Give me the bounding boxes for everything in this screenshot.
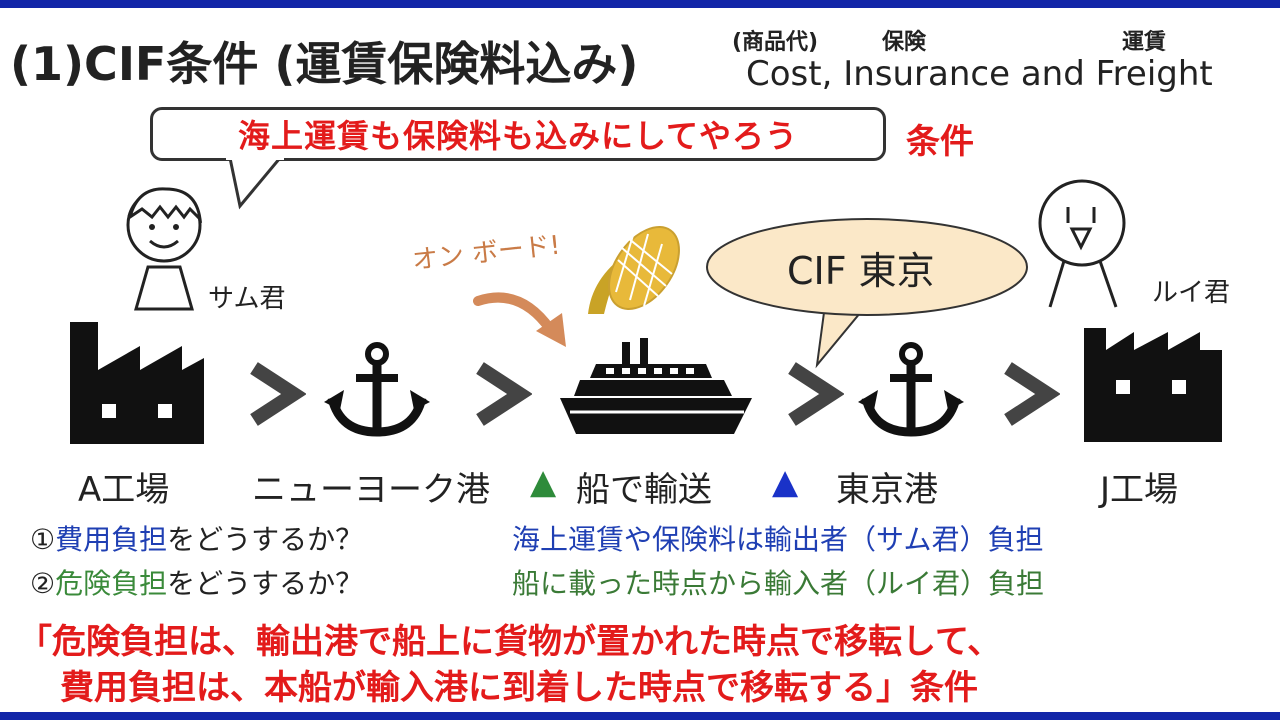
top-accent-bar	[0, 0, 1280, 8]
chevron-right-icon	[788, 362, 844, 426]
factory-icon	[1084, 328, 1222, 442]
speech-suffix: 条件	[906, 122, 974, 162]
question-rest: をどうするか？	[167, 523, 364, 556]
conclusion-line-2: 費用負担は、本船が輸入港に到着した時点で移転する」条件	[60, 668, 978, 708]
answer-risk: 船に載った時点から輸入者（ルイ君）負担	[512, 567, 1045, 600]
origin-factory-label: A工場	[78, 470, 170, 510]
cost-transfer-marker: ▲	[772, 462, 799, 502]
term-goods: (商品代)	[732, 30, 819, 55]
question-key: 費用負担	[55, 523, 168, 556]
page-title: (1)CIF条件 (運賃保険料込み)	[10, 37, 639, 91]
question-risk: ②危険負担をどうするか？	[30, 562, 363, 602]
chevron-right-icon	[250, 362, 306, 426]
seller-name: サム君	[208, 284, 286, 314]
speech-tail-icon	[226, 152, 284, 210]
question-key: 危険負担	[55, 567, 168, 600]
corn-icon	[588, 226, 680, 314]
arrow-curved-icon	[473, 292, 566, 347]
import-port-label: 東京港	[836, 470, 938, 510]
seller-speech-text: 海上運賃も保険料も込みにしてやろう	[237, 117, 799, 155]
dest-factory-label: J工場	[1100, 470, 1179, 510]
ship-icon	[560, 338, 752, 434]
term-insurance: 保険	[882, 30, 927, 55]
chevron-right-icon	[476, 362, 532, 426]
question-number: ①	[30, 523, 56, 556]
buyer-name: ルイ君	[1152, 278, 1231, 308]
onboard-label: オン ボード!	[410, 230, 562, 276]
risk-transfer-marker: ▲	[530, 462, 557, 502]
question-number: ②	[30, 567, 56, 600]
shipping-label: 船で輸送	[576, 470, 712, 510]
buyer-speech-bubble	[706, 218, 1028, 369]
sam-avatar-icon	[126, 187, 203, 311]
anchor-icon	[858, 342, 964, 437]
buyer-speech-text: CIF 東京	[787, 249, 935, 293]
rui-avatar-icon	[1038, 179, 1126, 308]
answer-cost: 海上運賃や保険料は輸出者（サム君）負担	[512, 523, 1044, 556]
anchor-icon	[324, 342, 430, 437]
bottom-accent-bar	[0, 712, 1280, 720]
conclusion-line-1: 「危険負担は、輸出港で船上に貨物が置かれた時点で移転して、	[18, 622, 1002, 662]
question-cost: ①費用負担をどうするか？	[30, 518, 363, 558]
chevron-right-icon	[1004, 362, 1060, 426]
term-english: Cost, Insurance and Freight	[746, 54, 1213, 94]
export-port-label: ニューヨーク港	[252, 470, 490, 510]
factory-icon	[70, 322, 204, 444]
question-rest: をどうするか？	[167, 567, 364, 600]
term-freight: 運賃	[1122, 30, 1167, 55]
